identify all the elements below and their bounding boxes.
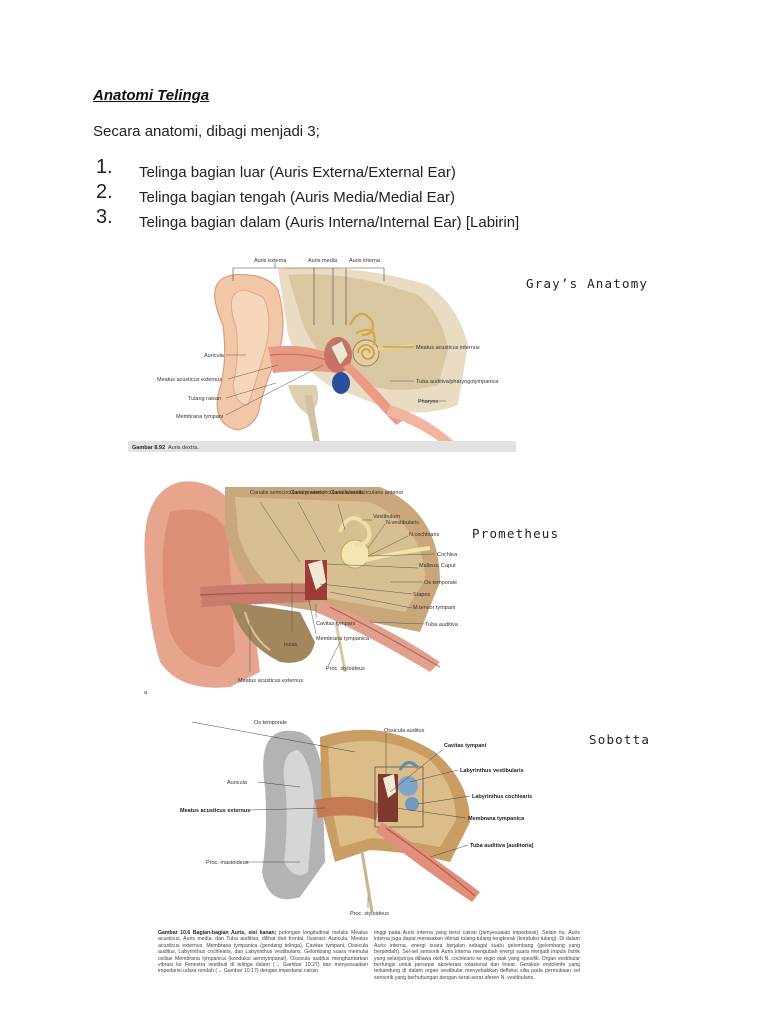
source-label-prometheus: Prometheus [472, 526, 560, 541]
grays-anatomy-figure: Auris externa Auris media Auris interna … [128, 255, 516, 452]
sobotta-right-label: Cavitas tympani [444, 743, 487, 749]
prometheus-right-label: Cochlea [437, 552, 458, 558]
sobotta-caption-left: Gambar 10.6 Bagian-bagian Auris, sisi ka… [158, 930, 368, 975]
grays-top-label: Auris media [308, 258, 338, 264]
source-label-sobotta: Sobotta [589, 732, 651, 747]
prometheus-right-label: Malleus, Caput [419, 563, 456, 569]
sobotta-right-label: Membrana tympanica [468, 816, 525, 822]
grays-left-label: Auricula [204, 353, 225, 359]
list-number: 1. [96, 156, 113, 178]
sobotta-left-label: Proc. mastoideus [206, 860, 249, 866]
grays-left-label: Tulang rawan [188, 396, 221, 402]
prometheus-bottom-label: Meatus acusticus externus [238, 678, 303, 684]
sobotta-caption-right: tinggi pada Auris interna yang terisi ca… [374, 930, 580, 981]
prometheus-right-label: Stapes [413, 592, 430, 598]
list-item-text: Telinga bagian dalam (Auris Interna/Inte… [139, 214, 520, 231]
sobotta-right-label: Labyrinthus cochlearis [472, 794, 532, 800]
prometheus-corner-mark: a [144, 690, 148, 696]
prometheus-bottom-label: Membrana tympanica [316, 636, 370, 642]
grays-caption-number: Gambar 8.92 [132, 445, 165, 451]
list-number: 3. [96, 206, 113, 228]
prometheus-figure: Canalis semicircularis posterior Canalis… [140, 472, 460, 698]
sobotta-right-label: Ossicula auditus [384, 728, 425, 734]
sobotta-caption-title: Gambar 10.6 Bagian-bagian Auris, sisi ka… [158, 930, 277, 936]
sobotta-bottom-label: Proc. styloideus [350, 911, 389, 917]
grays-left-label: Membrana tympani [176, 414, 223, 420]
grays-right-label: Pharynx [418, 399, 438, 405]
prometheus-right-label: Vestibulum [373, 514, 400, 520]
prometheus-right-label: N.vestibularis [386, 520, 419, 526]
prometheus-top-label: Canalis semicircularis lateralis [290, 490, 364, 496]
prometheus-ear-illustration: Canalis semicircularis posterior Canalis… [140, 472, 460, 698]
sobotta-right-label: Labyrinthus vestibularis [460, 768, 524, 774]
list-number: 2. [96, 181, 113, 203]
sobotta-caption-body: potongan longitudinal melalui Meatus acu… [158, 930, 368, 975]
sobotta-right-label: Tuba auditiva [auditoria] [470, 843, 534, 849]
prometheus-right-label: M.tensor tympani [413, 605, 455, 611]
grays-top-label: Auris externa [254, 258, 287, 264]
prometheus-right-label: N.cochlearis [409, 532, 440, 538]
prometheus-bottom-label: Proc. styloideus [326, 666, 365, 672]
prometheus-top-label: Canalis semicircularis anterior [330, 490, 404, 496]
sobotta-left-label: Os temporale [254, 720, 287, 726]
intro-text: Secara anatomi, dibagi menjadi 3; [93, 123, 320, 140]
grays-right-label: Tuba auditiva/pharyngotympanica [416, 379, 499, 385]
list-item-text: Telinga bagian luar (Auris Externa/Exter… [139, 164, 456, 181]
grays-ear-illustration: Auris externa Auris media Auris interna … [128, 255, 516, 452]
sobotta-ear-illustration: Os temporale Auricula Meatus acusticus e… [150, 712, 540, 927]
grays-top-label: Auris interna [349, 258, 381, 264]
source-label-grays: Gray’s Anatomy [526, 276, 649, 291]
grays-right-label: Meatus acusticus internus [416, 345, 480, 351]
prometheus-right-label: Os temporale [424, 580, 457, 586]
sobotta-left-label: Auricula [227, 780, 248, 786]
list-item-text: Telinga bagian tengah (Auris Media/Media… [139, 189, 456, 206]
prometheus-right-label: Tuba auditiva [425, 622, 459, 628]
sobotta-figure: Os temporale Auricula Meatus acusticus e… [150, 712, 540, 927]
prometheus-bottom-label: Incus [284, 642, 297, 648]
grays-left-label: Meatus acusticus externus [157, 377, 222, 383]
page-title: Anatomi Telinga [93, 87, 210, 104]
grays-caption-text: Auris dextra. [168, 445, 199, 451]
prometheus-bottom-label: Cavitas tympani [316, 621, 355, 627]
prometheus-top-label: Canalis semicircularis posterior [250, 490, 326, 496]
sobotta-left-label: Meatus acusticus externus [180, 808, 250, 814]
